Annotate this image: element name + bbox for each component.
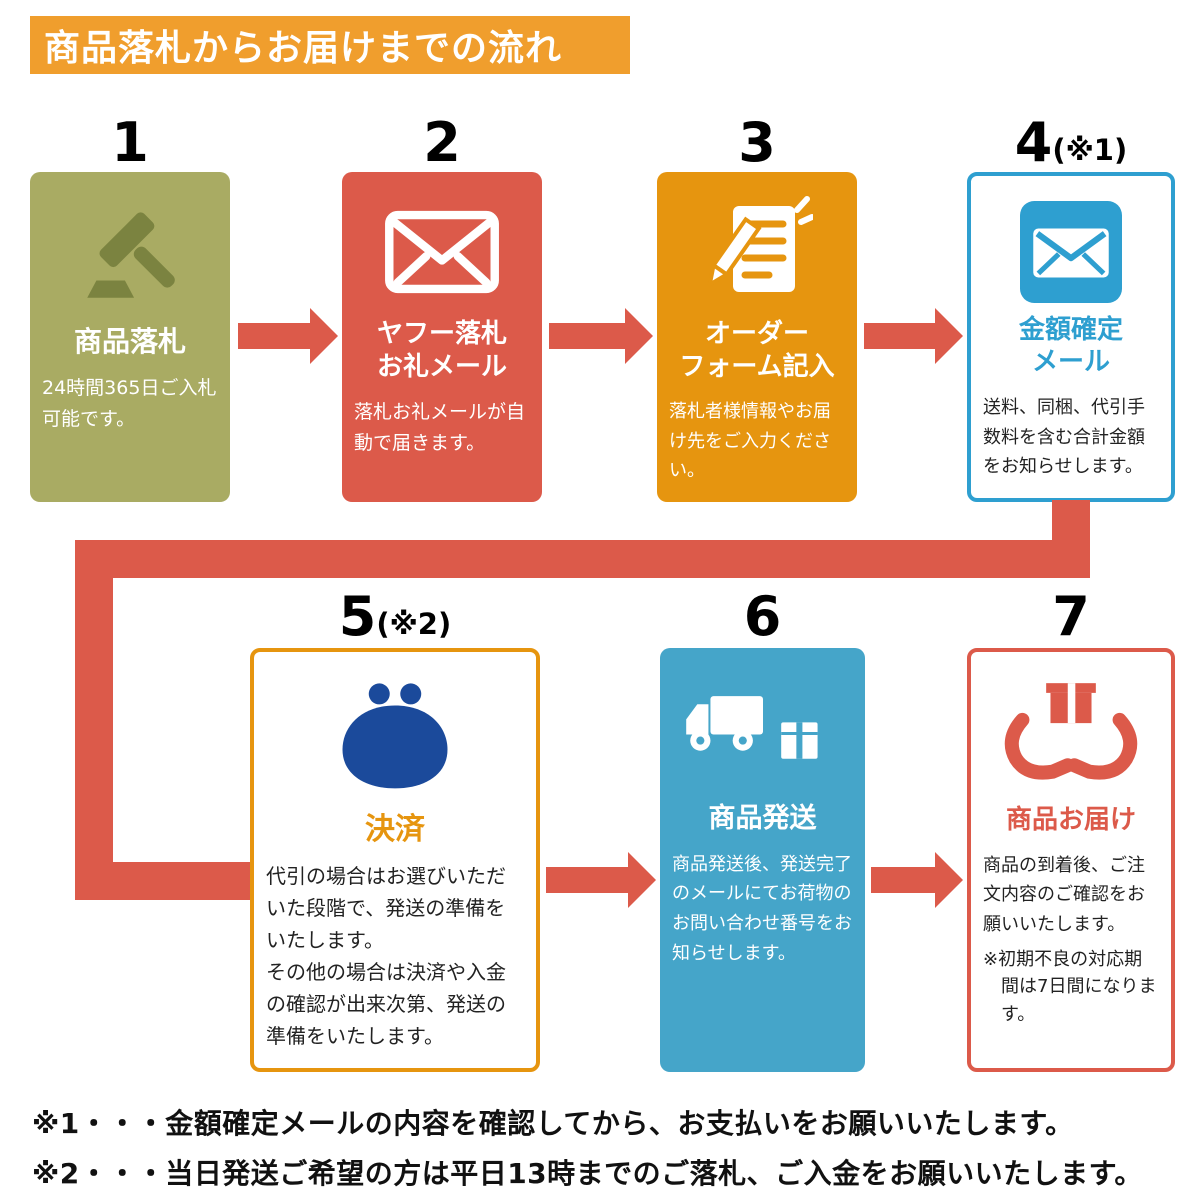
mail-envelope-icon bbox=[1020, 200, 1122, 304]
arrow-step3-to-step4 bbox=[864, 308, 963, 364]
step-1-body: 24時間365日ご入札可能です。 bbox=[42, 377, 217, 431]
step-1-card: 商品落札 24時間365日ご入札可能です。 bbox=[30, 172, 230, 502]
step-6-number: 6 bbox=[743, 585, 782, 648]
step-2-title: ヤフー落札 お礼メール bbox=[376, 319, 507, 382]
step-5-body: 代引の場合はお選びいただいた段階で、発送の準備をいたします。 その他の場合は決済… bbox=[266, 864, 506, 1048]
step-5-number: 5(※2) bbox=[338, 585, 452, 648]
footnote-1: ※1・・・金額確定メールの内容を確認してから、お支払いをお願いいたします。 bbox=[32, 1107, 1074, 1140]
connector-left-vertical bbox=[75, 540, 113, 900]
page-title: 商品落札からお届けまでの流れ bbox=[30, 16, 630, 74]
step-1-number: 1 bbox=[111, 111, 149, 174]
step-3-body: 落札者様情報やお届け先をご入力ください。 bbox=[669, 401, 831, 482]
step-2-card: ヤフー落札 お礼メール 落札お礼メールが自動で届きます。 bbox=[342, 172, 542, 502]
step-3-title: オーダー フォーム記入 bbox=[679, 319, 835, 382]
step-4-card: 金額確定 メール 送料、同梱、代引手数料を含む合計金額をお知らせします。 bbox=[967, 172, 1175, 502]
coin-purse-icon bbox=[332, 676, 458, 801]
step-4-body: 送料、同梱、代引手数料を含む合計金額をお知らせします。 bbox=[983, 396, 1145, 478]
hands-package-icon bbox=[1000, 676, 1142, 794]
connector-horizontal-bar bbox=[75, 540, 1090, 578]
step-5-title: 決済 bbox=[365, 811, 425, 847]
step-7-note: ※初期不良の対応期間は7日間になります。 bbox=[983, 948, 1157, 1026]
step-6-title: 商品発送 bbox=[708, 803, 817, 834]
order-form-pencil-icon bbox=[701, 196, 813, 308]
arrow-step2-to-step3 bbox=[549, 308, 653, 364]
step-4-number: 4(※1) bbox=[1014, 111, 1128, 174]
arrow-step6-to-step7 bbox=[871, 852, 963, 908]
step-2-number: 2 bbox=[423, 111, 461, 174]
connector-into-step5 bbox=[75, 862, 254, 900]
step-2-body: 落札お礼メールが自動で届きます。 bbox=[354, 401, 526, 455]
step-7-body: 商品の到着後、ご注文内容のご確認をお願いいたします。 bbox=[983, 854, 1145, 935]
footnote-2: ※2・・・当日発送ご希望の方は平日13時までのご落札、ご入金をお願いいたします。 bbox=[32, 1157, 1143, 1190]
gavel-icon bbox=[74, 196, 186, 314]
step-3-card: オーダー フォーム記入 落札者様情報やお届け先をご入力ください。 bbox=[657, 172, 857, 502]
mail-envelope-icon bbox=[384, 196, 500, 308]
arrow-step5-to-step6 bbox=[546, 852, 656, 908]
step-3-number: 3 bbox=[738, 111, 776, 174]
step-7-number: 7 bbox=[1052, 585, 1090, 648]
step-7-title: 商品お届け bbox=[1005, 805, 1136, 835]
step-5-card: 決済 代引の場合はお選びいただいた段階で、発送の準備をいたします。 その他の場合… bbox=[250, 648, 540, 1072]
step-7-card: 商品お届け 商品の到着後、ご注文内容のご確認をお願いいたします。 ※初期不良の対… bbox=[967, 648, 1175, 1072]
step-6-card: 商品発送 商品発送後、発送完了のメールにてお荷物のお問い合わせ番号をお知らせしま… bbox=[660, 648, 865, 1072]
step-6-body: 商品発送後、発送完了のメールにてお荷物のお問い合わせ番号をお知らせします。 bbox=[672, 853, 852, 964]
arrow-step1-to-step2 bbox=[238, 308, 338, 364]
step-1-title: 商品落札 bbox=[73, 325, 186, 358]
delivery-truck-box-icon bbox=[681, 672, 845, 792]
step-4-title: 金額確定 メール bbox=[1018, 314, 1123, 378]
